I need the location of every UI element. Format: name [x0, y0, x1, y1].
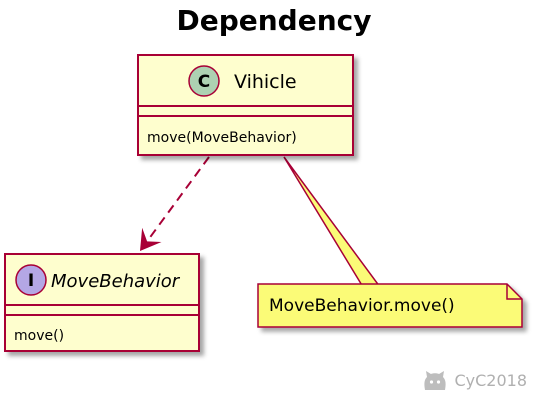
class-badge-letter: C — [198, 72, 210, 92]
note-fold — [506, 284, 522, 300]
dependency-arrow — [139, 156, 210, 252]
class-method-move: move(MoveBehavior) — [147, 130, 297, 146]
note-connector — [283, 156, 382, 288]
diagram-title: Dependency — [176, 4, 372, 37]
interface-name-movebehavior: MoveBehavior — [51, 271, 181, 292]
note-text: MoveBehavior.move() — [269, 296, 455, 316]
note-box[interactable] — [257, 283, 523, 328]
github-icon — [424, 371, 447, 390]
interface-badge-letter: I — [28, 271, 34, 291]
watermark: CyC2018 — [422, 369, 527, 391]
interface-badge-icon — [15, 264, 47, 296]
interface-method-move: move() — [14, 328, 64, 344]
class-badge-icon — [188, 65, 220, 97]
class-name-vihicle: Vihicle — [234, 71, 297, 93]
watermark-text: CyC2018 — [454, 370, 527, 390]
